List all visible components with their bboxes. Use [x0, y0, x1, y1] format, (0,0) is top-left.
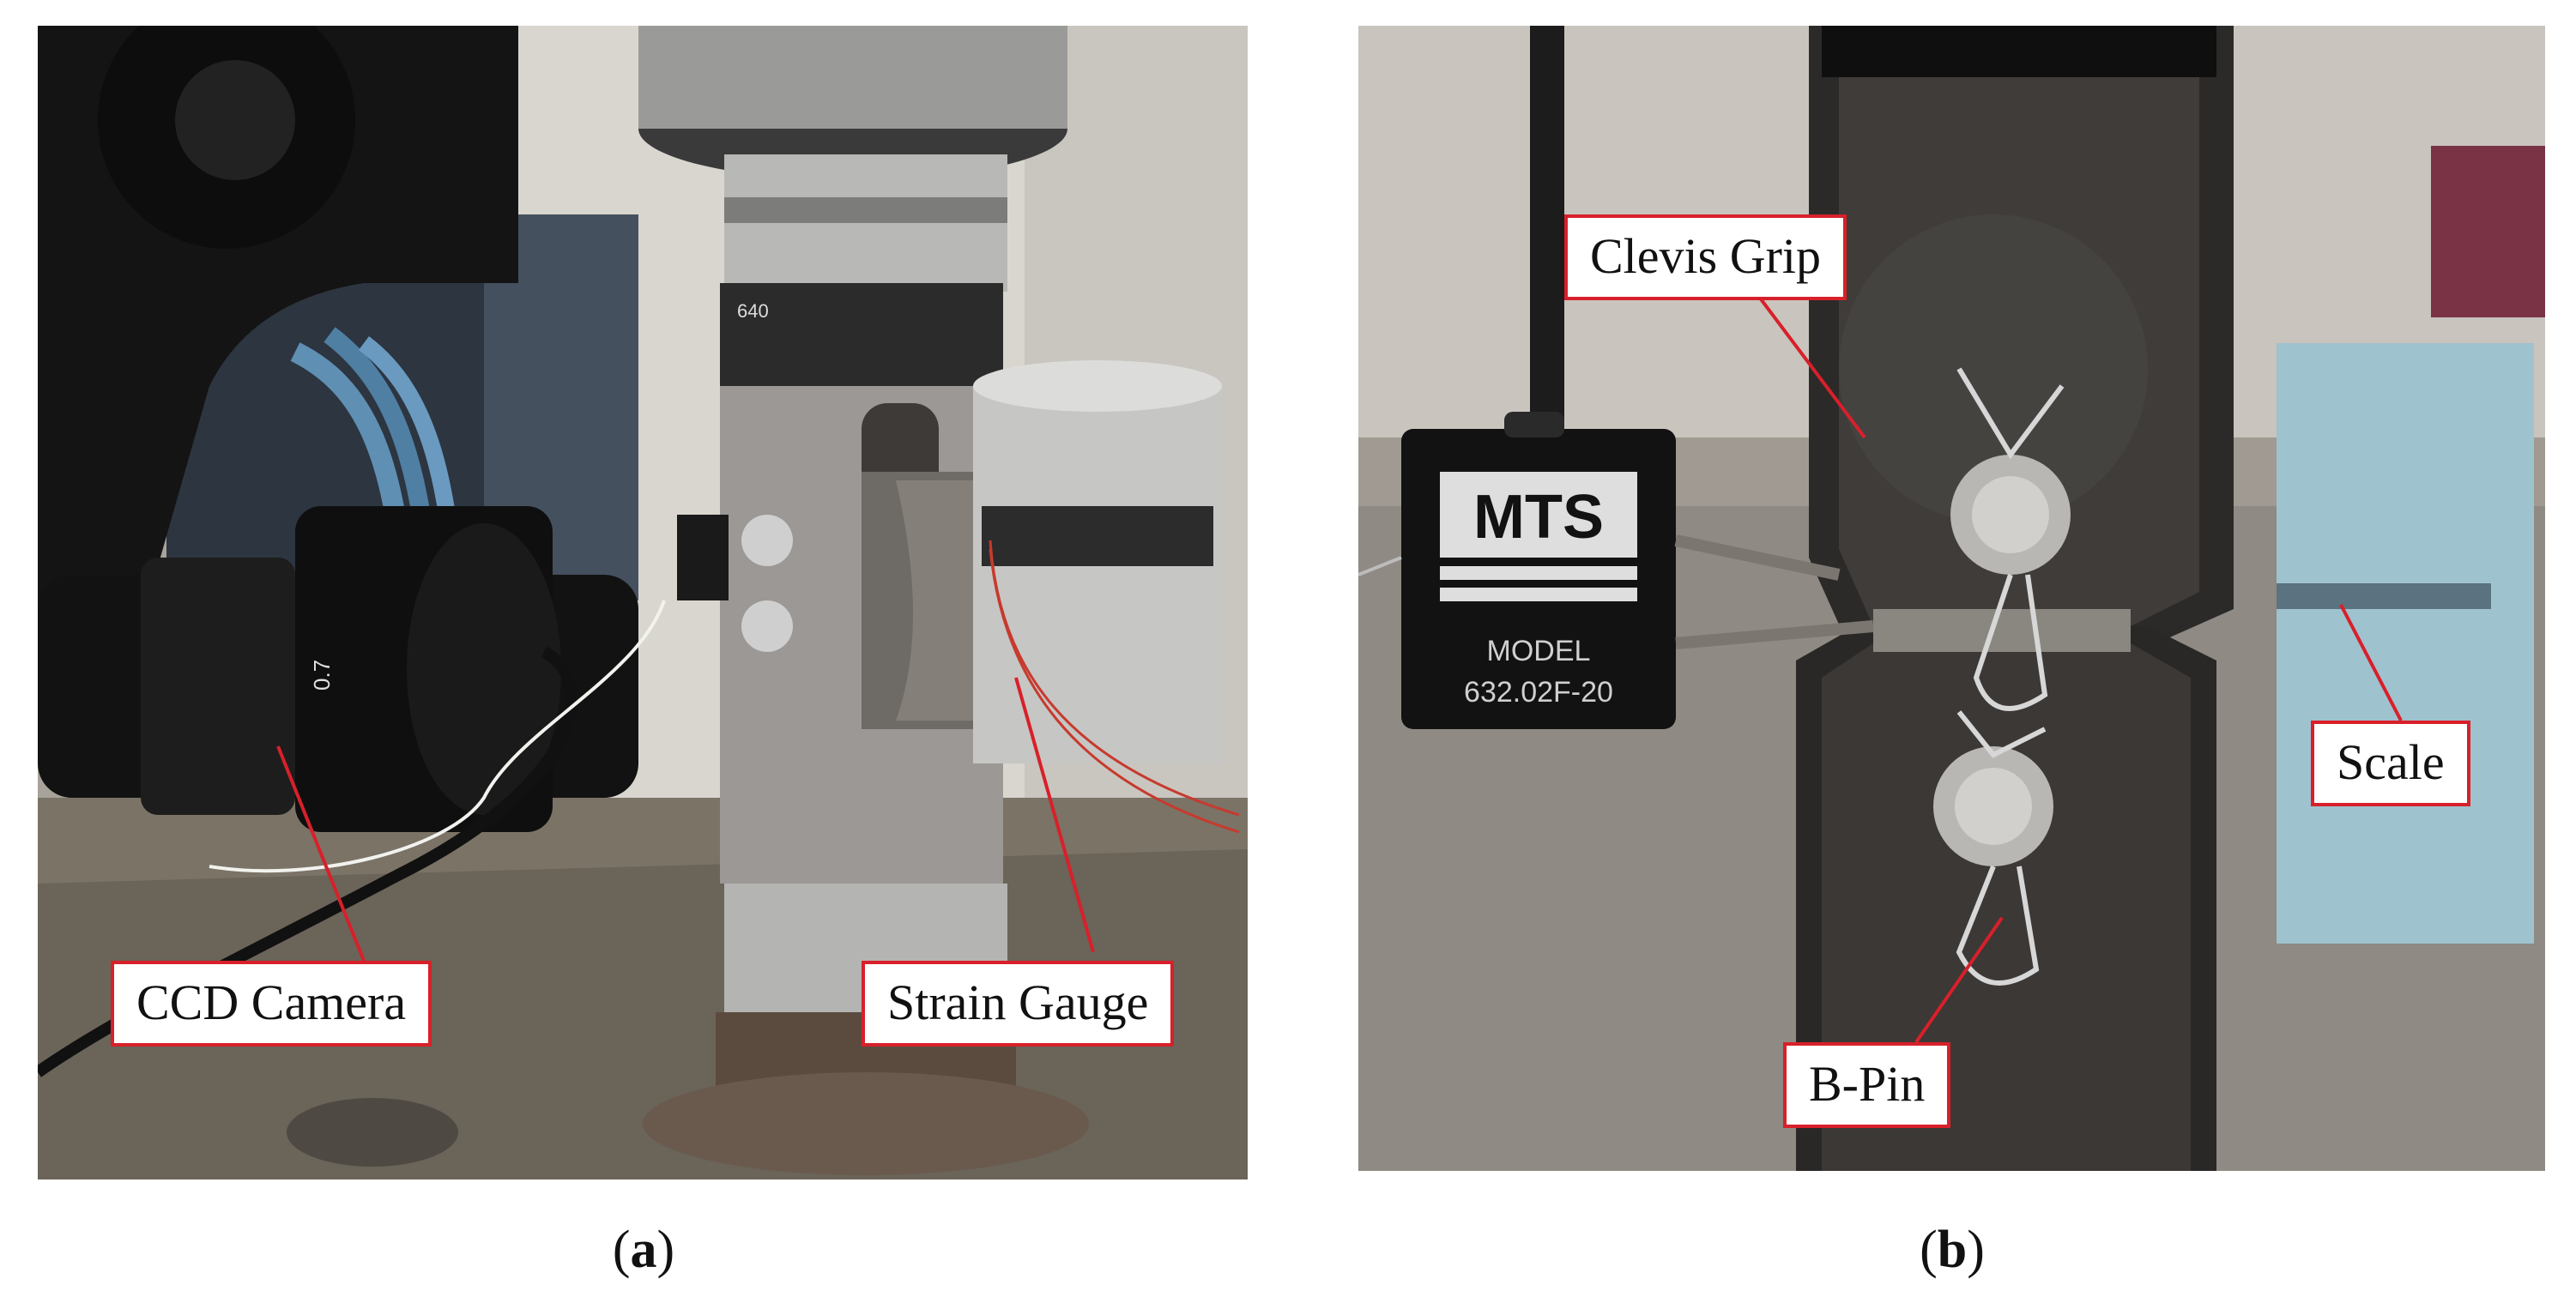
clevis-grip-label: Clevis Grip: [1564, 214, 1847, 300]
extensometer-brand: MTS: [1473, 483, 1604, 552]
panel-b-photo: MTS MODEL 632.02F-20 Clevis Grip Scale B…: [1358, 26, 2545, 1171]
b-pin-leader: [1914, 916, 2004, 1044]
scale-label: Scale: [2311, 721, 2470, 806]
grip-plate-text: 640: [737, 300, 769, 322]
panel-a-photo: 640 0.7 CCD Camera Strain Gauge: [38, 26, 1248, 1179]
b-pin-label: B-Pin: [1783, 1042, 1951, 1128]
caption-a: (a): [612, 1221, 675, 1279]
strain-gauge-label: Strain Gauge: [862, 961, 1175, 1047]
extensometer-model-number: 632.02F-20: [1464, 676, 1613, 709]
scale-leader: [2339, 604, 2403, 721]
panel-b-scene: MTS MODEL 632.02F-20: [1358, 26, 2545, 1171]
ccd-camera-label: CCD Camera: [111, 961, 432, 1047]
clevis-grip-leader: [1747, 281, 1866, 439]
ccd-camera-leader: [276, 745, 366, 962]
extensometer-model-line: MODEL: [1487, 635, 1591, 667]
strain-gauge-leader: [1014, 677, 1095, 953]
caption-b: (b): [1920, 1221, 1985, 1279]
caption-a-letter: a: [630, 1221, 657, 1279]
caption-b-letter: b: [1937, 1221, 1968, 1279]
lens-marking: 0.7: [309, 660, 335, 691]
